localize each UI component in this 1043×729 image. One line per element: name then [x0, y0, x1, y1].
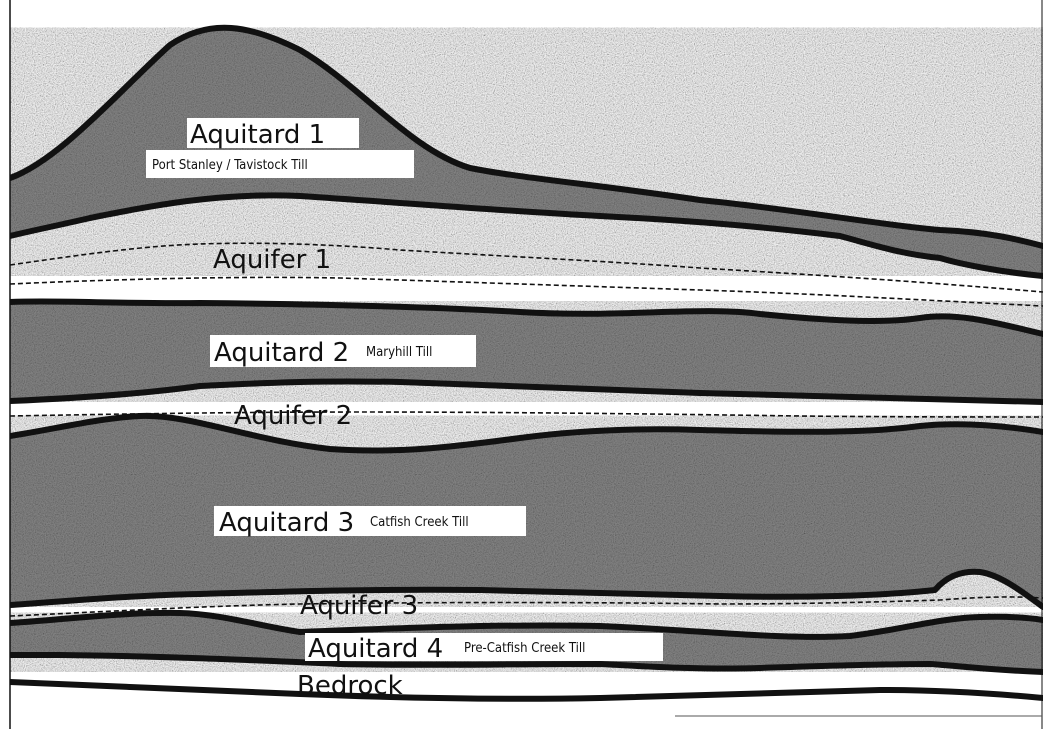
- aquitard-1-label: Aquitard 1: [190, 120, 325, 150]
- aquitard-2-label: Aquitard 2: [214, 338, 349, 368]
- aquitard-2-sublabel: Maryhill Till: [366, 345, 432, 360]
- aquitard-4-sublabel: Pre-Catfish Creek Till: [464, 641, 585, 656]
- aquifer-2-label: Aquifer 2: [234, 401, 352, 431]
- bedrock-label: Bedrock: [297, 671, 403, 701]
- aquifer-3-label: Aquifer 3: [300, 591, 418, 621]
- aquitard-1-sublabel: Port Stanley / Tavistock Till: [152, 158, 308, 173]
- aquifer-1-label: Aquifer 1: [213, 245, 331, 275]
- aquitard-3-label: Aquitard 3: [219, 508, 354, 538]
- aquitard-3-fill: [10, 416, 1043, 607]
- aquitard-3-sublabel: Catfish Creek Till: [370, 515, 469, 530]
- aquitard-4-label: Aquitard 4: [308, 634, 443, 664]
